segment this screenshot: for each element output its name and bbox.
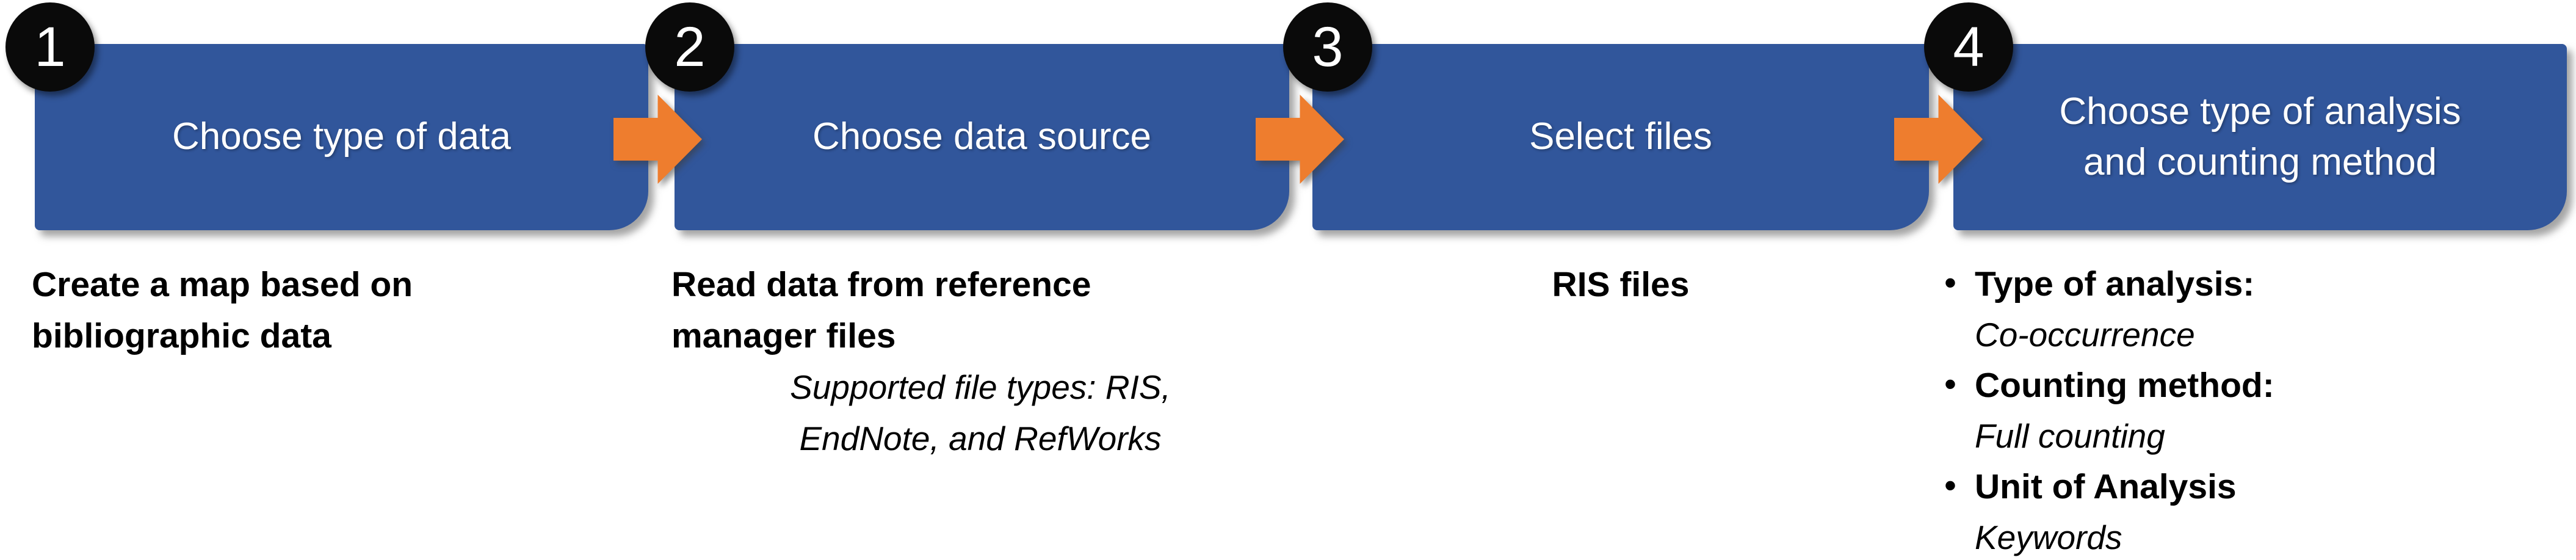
step-title-4: Choose type of analysis and counting met… bbox=[2059, 87, 2461, 187]
step-description-2-line-1: Read data from reference bbox=[671, 265, 1091, 304]
step-description-3-line-1: RIS files bbox=[1552, 265, 1690, 304]
step-number-badge-2: 2 bbox=[645, 2, 734, 92]
step-title-2: Choose data source bbox=[812, 112, 1151, 162]
arrow-right-icon-1 bbox=[613, 95, 702, 184]
step-description-3: RIS files bbox=[1312, 259, 1929, 310]
analysis-option-3-value: Keywords bbox=[1975, 518, 2122, 556]
step-title-3-line-1: Select files bbox=[1529, 115, 1712, 158]
supported-file-types-note-line-2: EndNote, and RefWorks bbox=[799, 420, 1162, 457]
step-title-1: Choose type of data bbox=[172, 112, 511, 162]
step-number-3: 3 bbox=[1312, 15, 1344, 78]
arrow-right-icon-3 bbox=[1894, 95, 1983, 184]
step-number-badge-1: 1 bbox=[5, 2, 95, 92]
step-title-1-line-1: Choose type of data bbox=[172, 115, 511, 158]
step-title-2-line-1: Choose data source bbox=[812, 115, 1151, 158]
step-title-4-line-2: and counting method bbox=[2083, 140, 2437, 183]
step-box-2: Choose data source bbox=[675, 44, 1289, 230]
step-box-1: Choose type of data bbox=[35, 44, 648, 230]
analysis-options-list: Type of analysis: Co-occurrence Counting… bbox=[1944, 258, 2567, 560]
step-title-4-line-1: Choose type of analysis bbox=[2059, 90, 2461, 133]
analysis-option-item-3: Unit of Analysis Keywords bbox=[1944, 460, 2567, 560]
step-number-1: 1 bbox=[34, 15, 66, 78]
analysis-option-2-label: Counting method: bbox=[1975, 366, 2274, 405]
arrow-right-icon-2 bbox=[1256, 95, 1344, 184]
step-number-2: 2 bbox=[674, 15, 706, 78]
step-description-2-line-2: manager files bbox=[671, 316, 896, 355]
step-description-2: Read data from reference manager files S… bbox=[671, 259, 1289, 464]
analysis-option-item-1: Type of analysis: Co-occurrence bbox=[1944, 258, 2567, 360]
step-box-3: Select files bbox=[1312, 44, 1929, 230]
analysis-option-3-label: Unit of Analysis bbox=[1975, 467, 2237, 506]
analysis-option-item-2: Counting method: Full counting bbox=[1944, 359, 2567, 462]
analysis-option-1-label: Type of analysis: bbox=[1975, 264, 2255, 304]
analysis-option-2-value: Full counting bbox=[1975, 417, 2165, 455]
step-title-3: Select files bbox=[1529, 112, 1712, 162]
step-number-badge-4: 4 bbox=[1924, 2, 2013, 92]
step-number-badge-3: 3 bbox=[1283, 2, 1372, 92]
step-description-1-line-2: bibliographic data bbox=[32, 316, 331, 355]
supported-file-types-note: Supported file types: RIS, EndNote, and … bbox=[671, 362, 1289, 464]
step-description-1-line-1: Create a map based on bbox=[32, 265, 413, 304]
step-number-4: 4 bbox=[1953, 15, 1984, 78]
analysis-option-1-value: Co-occurrence bbox=[1975, 316, 2195, 354]
step-description-1: Create a map based on bibliographic data bbox=[32, 259, 633, 362]
supported-file-types-note-line-1: Supported file types: RIS, bbox=[790, 368, 1171, 406]
step-box-4: Choose type of analysis and counting met… bbox=[1953, 44, 2567, 230]
